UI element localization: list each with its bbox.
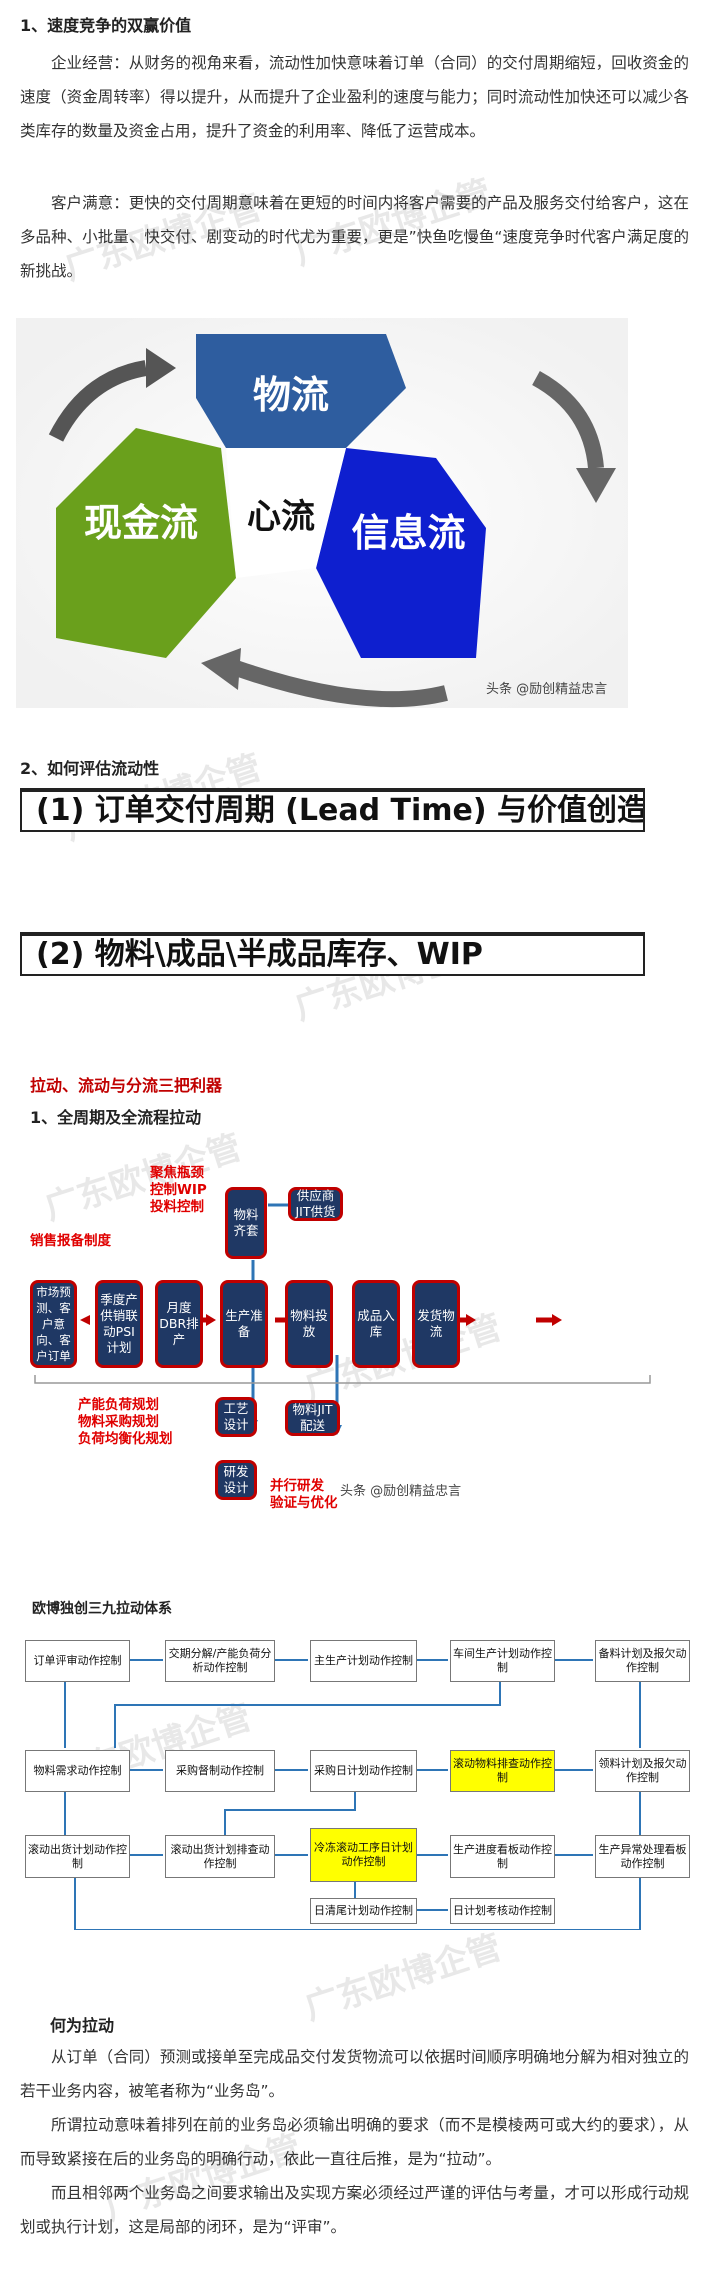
pull-box: 日计划考核动作控制: [450, 1898, 555, 1924]
right-hex-label: 信息流: [336, 508, 481, 558]
section-heading: 1、全周期及全流程拉动: [30, 1104, 201, 1128]
pull-box: 主生产计划动作控制: [310, 1640, 417, 1682]
pull-box: 交期分解/产能负荷分析动作控制: [165, 1640, 275, 1682]
flow-box-market-forecast: 市场预测、客户意向、客户订单: [30, 1280, 77, 1368]
label-parallel: 并行研发 验证与优化: [270, 1478, 338, 1512]
pull-box: 采购日计划动作控制: [310, 1750, 417, 1792]
metric-banner: (2) 物料\成品\半成品库存、WIP: [20, 932, 645, 976]
paragraph: 所谓拉动意味着排列在前的业务岛必须输出明确的要求（而不是模棱两可或大约的要求），…: [20, 2108, 689, 2176]
pull-box-highlight: 冷冻滚动工序日计划动作控制: [310, 1828, 417, 1882]
paragraph: 企业经营：从财务的视角来看，流动性加快意味着订单（合同）的交付周期缩短，回收资金…: [20, 46, 689, 148]
label-focus: 聚焦瓶颈 控制WIP 投料控制: [150, 1165, 207, 1216]
flow-box-finished-goods: 成品入库: [352, 1280, 400, 1368]
label-line: 物料采购规划: [78, 1414, 173, 1431]
label-line: 控制WIP: [150, 1182, 207, 1199]
bracket-line: [35, 1375, 650, 1383]
pull-box: 领料计划及报欠动作控制: [595, 1750, 690, 1792]
flow-box-shipping: 发货物流: [412, 1280, 460, 1368]
flow-box-material-release: 物料投放: [285, 1280, 333, 1368]
label-line: 聚焦瓶颈: [150, 1165, 207, 1182]
flow-box-dbr: 月度DBR排产: [155, 1280, 203, 1368]
pull-box: 车间生产计划动作控制: [450, 1640, 555, 1682]
pull-box: 物料需求动作控制: [25, 1750, 130, 1792]
top-hex-label: 物流: [253, 373, 329, 417]
image-credit: 头条 @励创精益忠言: [486, 678, 607, 697]
flow-box-material-jit: 物料JIT配送: [285, 1400, 340, 1436]
pull-box: 生产进度看板动作控制: [450, 1835, 555, 1878]
center-label: 心流: [247, 497, 315, 537]
paragraph: 从订单（合同）预测或接单至完成品交付发货物流可以依据时间顺序明确地分解为相对独立…: [20, 2040, 689, 2108]
label-sales-report: 销售报备制度: [30, 1233, 111, 1250]
label-line: 投料控制: [150, 1199, 207, 1216]
image-credit: 头条 @励创精益忠言: [340, 1480, 461, 1499]
flow-box-material-kit: 物料齐套: [225, 1187, 267, 1259]
pull-box: 生产异常处理看板动作控制: [595, 1835, 690, 1878]
arrow-right: [80, 1315, 90, 1325]
flow-box-supplier-jit: 供应商JIT供货: [288, 1187, 343, 1221]
red-heading: 拉动、流动与分流三把利器: [30, 1072, 222, 1096]
section-heading: 何为拉动: [50, 2012, 114, 2036]
label-line: 并行研发: [270, 1478, 338, 1495]
pull-box: 采购督制动作控制: [165, 1750, 275, 1792]
pull-box: 滚动出货计划动作控制: [25, 1835, 130, 1878]
pull-flow-figure: 销售报备制度 聚焦瓶颈 控制WIP 投料控制 产能负荷规划 物料采购规划 负荷均…: [30, 1135, 670, 1535]
flow-hexagon-figure: 物流 心流 现金流 信息流 头条 @励创精益忠言: [16, 318, 628, 708]
left-hex-label: 现金流: [71, 498, 211, 548]
label-line: 负荷均衡化规划: [78, 1431, 173, 1448]
watermark: 广东欧博企管: [297, 1920, 506, 2030]
pull-system-diagram: 订单评审动作控制 交期分解/产能负荷分析动作控制 主生产计划动作控制 车间生产计…: [25, 1630, 690, 1930]
figure-title: 欧博独创三九拉动体系: [32, 1598, 172, 1618]
paragraph: 而且相邻两个业务岛之间要求输出及实现方案必须经过严谨的评估与考量，才可以形成行动…: [20, 2176, 689, 2244]
pull-box: 订单评审动作控制: [25, 1640, 130, 1682]
pull-box: 滚动出货计划排查动作控制: [165, 1835, 275, 1878]
label-line: 产能负荷规划: [78, 1397, 173, 1414]
section-heading: 1、速度竞争的双赢价值: [20, 12, 191, 36]
section-heading: 2、如何评估流动性: [20, 755, 159, 779]
label-capacity: 产能负荷规划 物料采购规划 负荷均衡化规划: [78, 1397, 173, 1448]
flow-box-process-design: 工艺设计: [215, 1397, 257, 1437]
flow-box-rd-design: 研发设计: [215, 1460, 257, 1500]
pull-box: 日清尾计划动作控制: [310, 1898, 417, 1924]
pull-box: 备料计划及报欠动作控制: [595, 1640, 690, 1682]
flow-box-psi-plan: 季度产供销联动PSI计划: [95, 1280, 143, 1368]
paragraph: 客户满意：更快的交付周期意味着在更短的时间内将客户需要的产品及服务交付给客户，这…: [20, 186, 689, 288]
pull-box-highlight: 滚动物料排查动作控制: [450, 1750, 555, 1792]
label-line: 验证与优化: [270, 1495, 338, 1512]
flow-box-production-prep: 生产准备: [220, 1280, 268, 1368]
metric-banner: (1) 订单交付周期 (Lead Time) 与价值创造率: [20, 788, 645, 832]
